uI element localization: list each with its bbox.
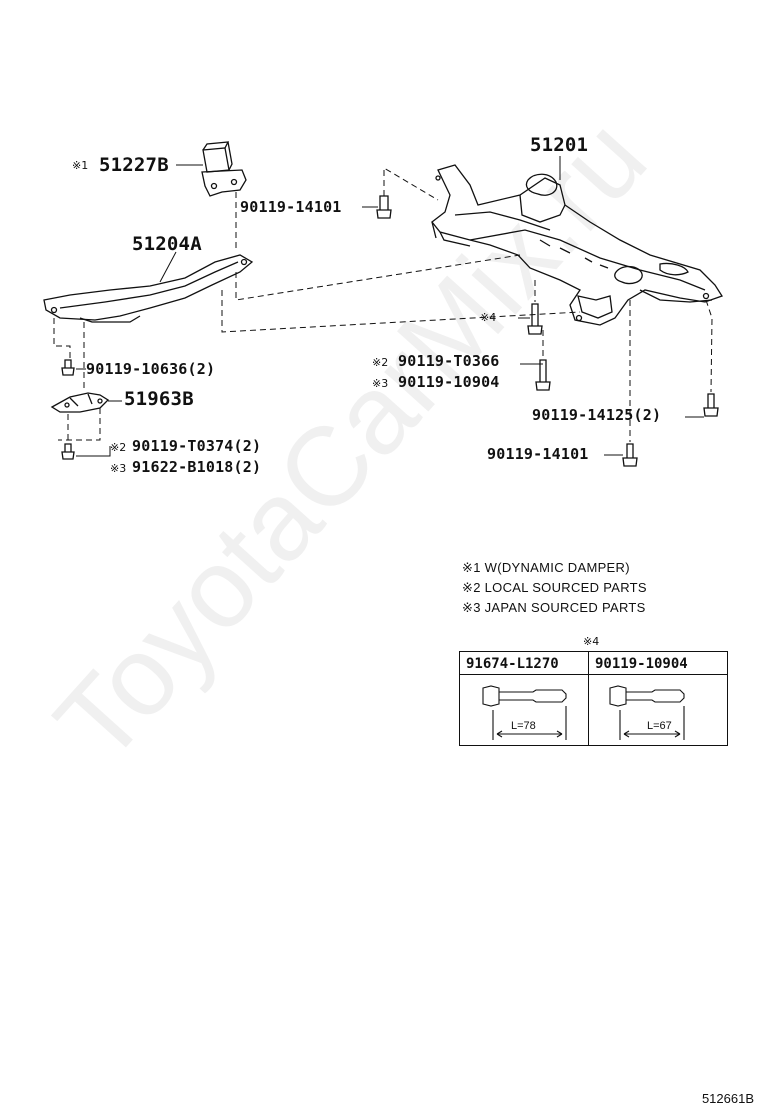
bolt-note4 <box>527 303 543 335</box>
table-divider <box>588 652 589 745</box>
bolt-length-table: 91674-L1270 90119-10904 L=78 L=67 <box>459 651 728 746</box>
table-header-divider <box>460 674 727 675</box>
part-label-90119-10904: 90119-10904 <box>398 373 500 391</box>
bolt-90119-14101-top <box>376 195 392 219</box>
assembly-lines <box>53 167 713 444</box>
bolt-length-col1: L=78 <box>511 720 536 732</box>
note-marker-2b: ※2 <box>372 356 389 369</box>
bolt-table-marker: ※4 <box>583 635 600 648</box>
dynamic-damper-51227b <box>201 141 247 197</box>
bolt-90119-14101-bottom <box>622 443 638 467</box>
note-marker-3a: ※3 <box>110 462 127 475</box>
leader-lines <box>76 156 704 457</box>
bracket-51963b <box>50 392 110 413</box>
brace-51204a <box>43 254 254 323</box>
note-marker-3b: ※3 <box>372 377 389 390</box>
note-2: ※2 LOCAL SOURCED PARTS <box>462 580 647 595</box>
part-label-90119-t0366: 90119-T0366 <box>398 352 500 370</box>
bolt-90119-14125 <box>703 393 719 417</box>
note-3: ※3 JAPAN SOURCED PARTS <box>462 600 646 615</box>
bolt-90119-t0366 <box>535 359 551 391</box>
part-label-51963b: 51963B <box>124 388 194 410</box>
part-label-90119-10636: 90119-10636(2) <box>86 360 216 378</box>
bolt-table-header-col2: 90119-10904 <box>595 656 688 672</box>
bolt-90119-10636 <box>61 359 75 376</box>
part-label-91622-b1018: 91622-B1018(2) <box>132 458 262 476</box>
note-1: ※1 W(DYNAMIC DAMPER) <box>462 560 630 575</box>
part-label-51227b: 51227B <box>99 154 169 176</box>
bolt-90119-t0374 <box>61 443 75 460</box>
bolt-table-header-col1: 91674-L1270 <box>466 656 559 672</box>
note-marker-4: ※4 <box>480 311 497 324</box>
bolt-detail-drawings <box>482 685 685 740</box>
bolt-detail-91674-l1270 <box>482 685 567 740</box>
part-label-51204a: 51204A <box>132 233 202 255</box>
note-marker-1: ※1 <box>72 159 89 172</box>
illustration-code: 512661B <box>701 1091 754 1106</box>
bolt-length-col2: L=67 <box>647 720 672 732</box>
part-label-51201: 51201 <box>530 134 589 156</box>
bolt-detail-90119-10904 <box>609 685 685 740</box>
part-label-90119-14125: 90119-14125(2) <box>532 406 662 424</box>
part-label-90119-14101-top: 90119-14101 <box>240 198 342 216</box>
part-label-90119-t0374: 90119-T0374(2) <box>132 437 262 455</box>
part-label-90119-14101-bottom: 90119-14101 <box>487 445 589 463</box>
note-marker-2a: ※2 <box>110 441 127 454</box>
crossmember-51201 <box>431 164 723 326</box>
